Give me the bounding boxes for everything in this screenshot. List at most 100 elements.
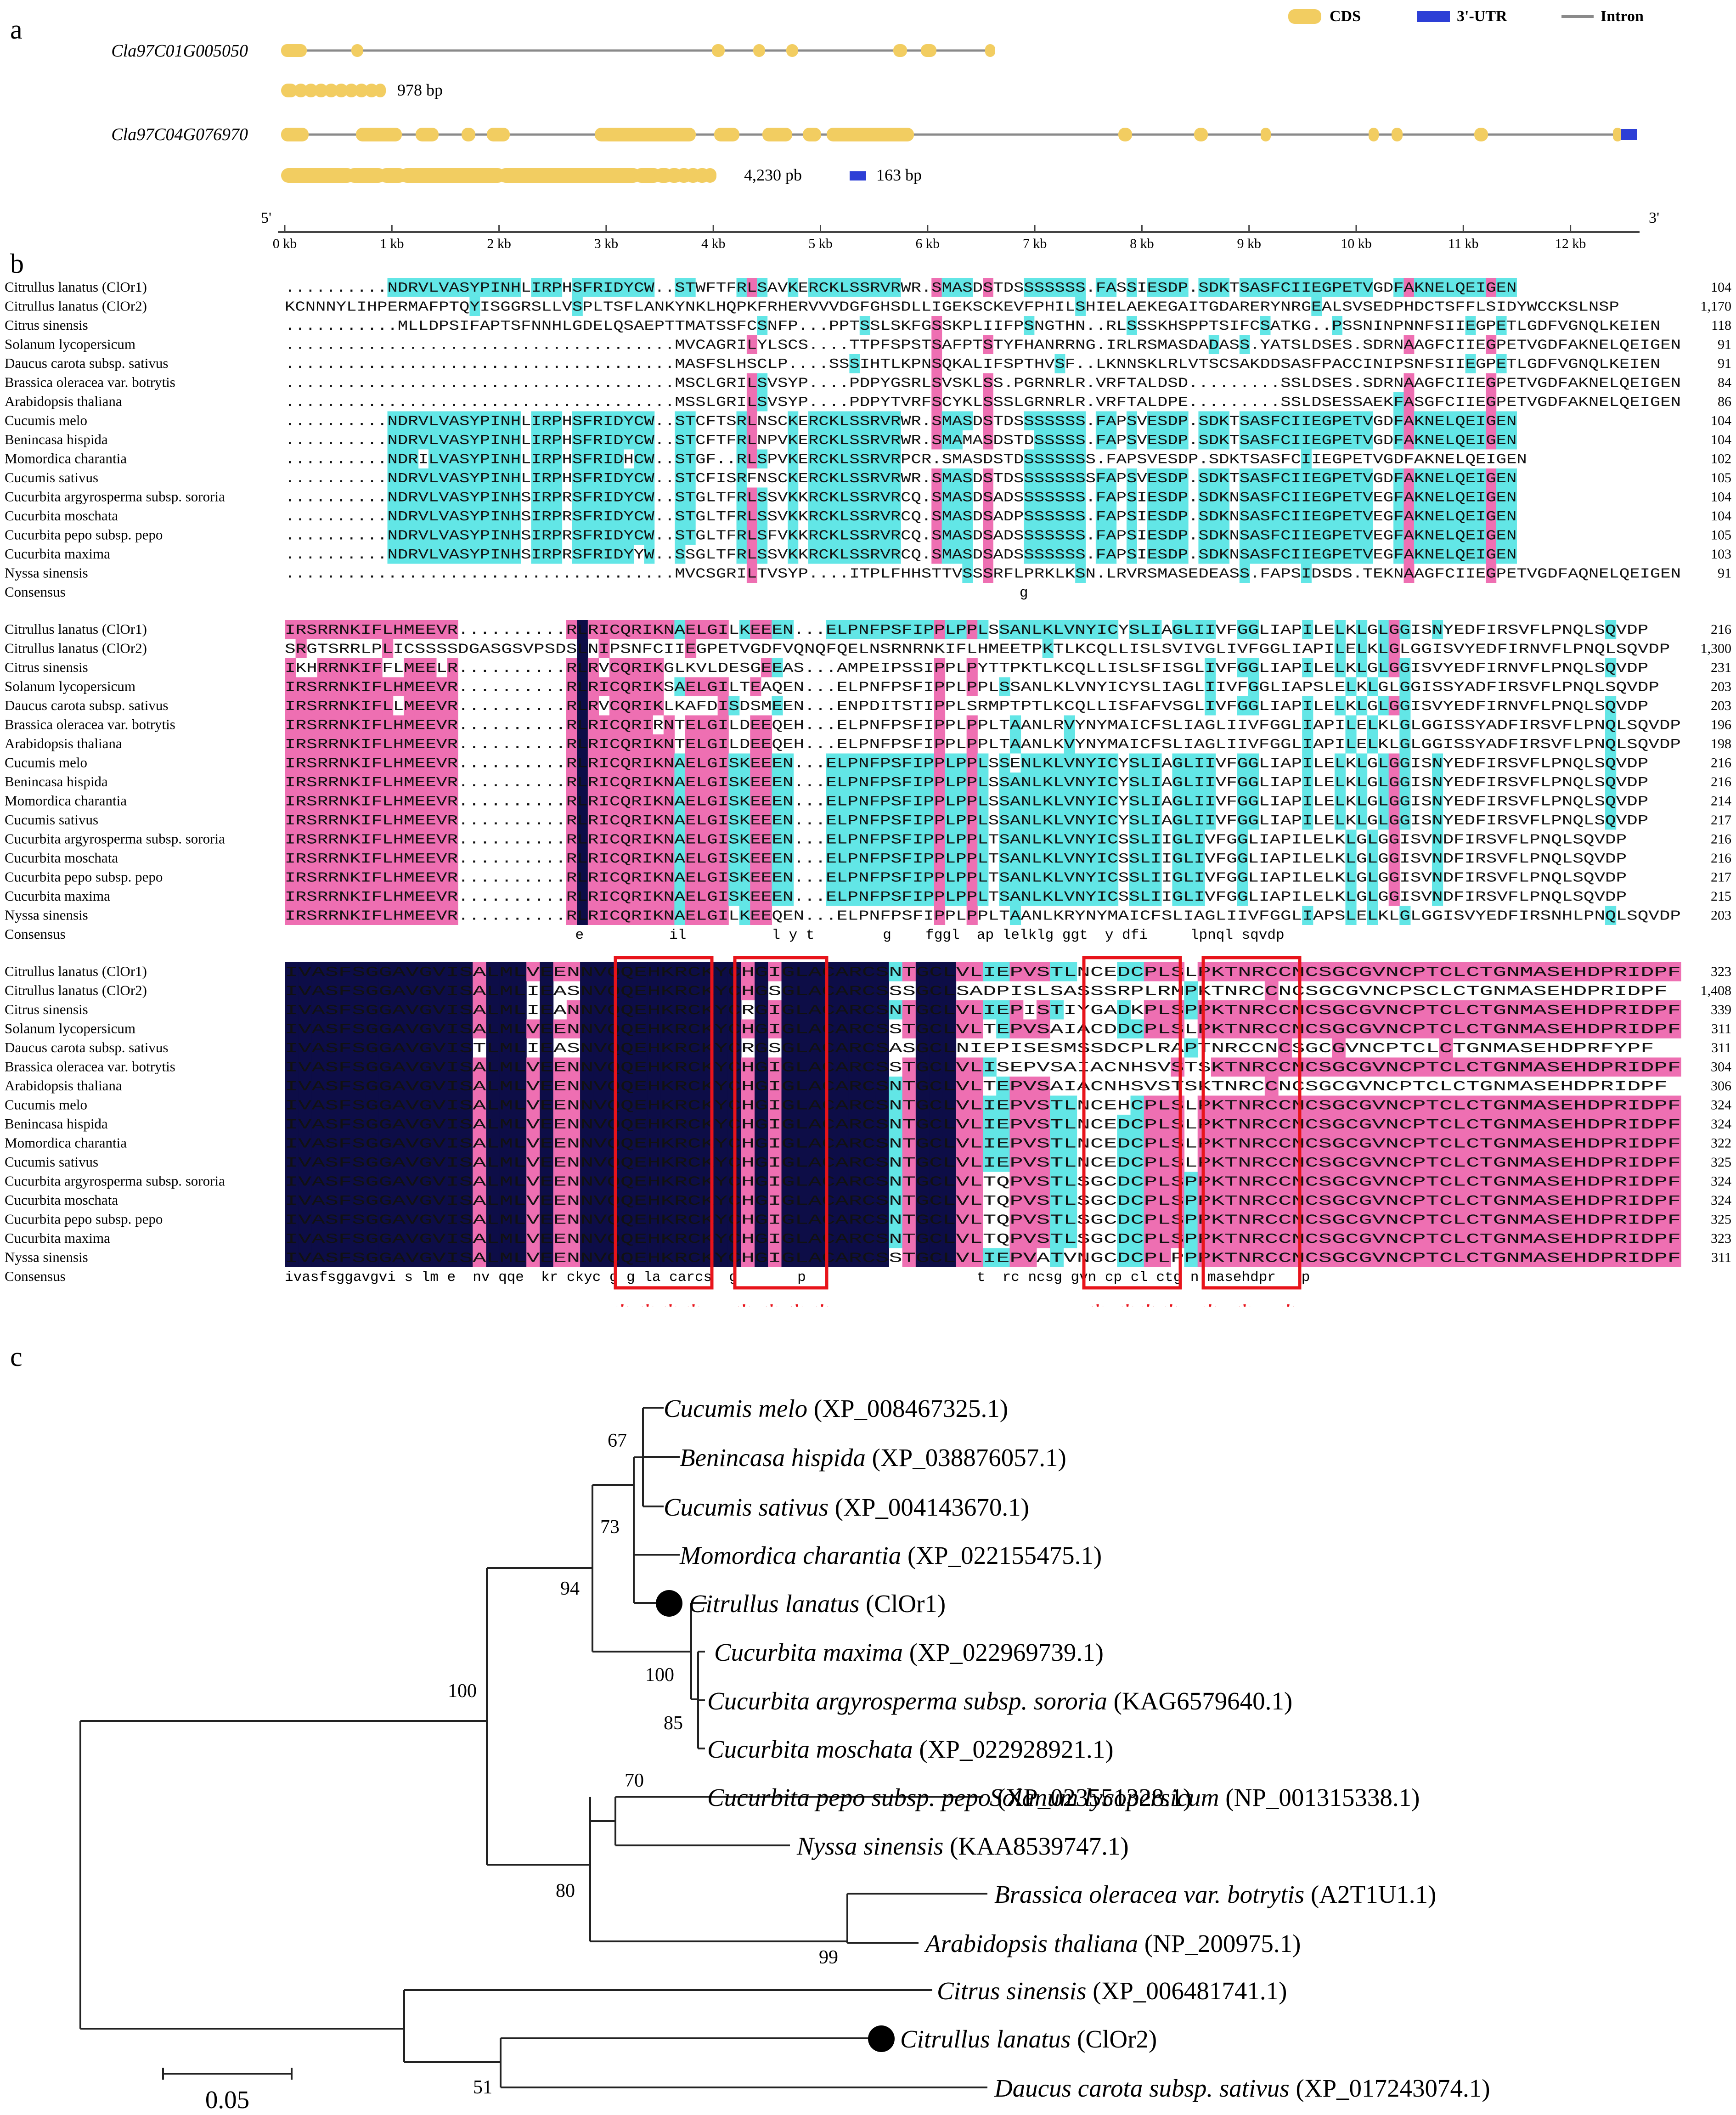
residue-shade — [531, 449, 542, 468]
residue-shade — [931, 468, 942, 488]
residue-shade — [634, 487, 644, 507]
residue-shade — [1239, 507, 1250, 526]
residue-shade — [408, 487, 419, 507]
sequence-row: ......................................MV… — [285, 338, 1681, 354]
residue-shade — [1414, 411, 1425, 430]
species-name: Citrullus lanatus (ClOr1) — [5, 621, 147, 637]
residue-shade — [1106, 430, 1117, 450]
residue-shade — [1034, 525, 1045, 545]
exon — [786, 44, 798, 57]
tree-branches — [79, 1407, 707, 2030]
residue-shade — [1260, 487, 1271, 507]
residue-shade — [449, 507, 460, 526]
residue-shade — [818, 449, 829, 468]
residue-shade — [572, 297, 583, 316]
residue-shade — [880, 449, 891, 468]
residue-shade — [839, 525, 850, 545]
sequence-row: IRSRRNKIFLHMEEVR..........RLRICQRIKNAELG… — [285, 908, 1681, 925]
residue-shade — [675, 449, 686, 468]
residue-shade — [1198, 430, 1209, 450]
residue-shade — [962, 525, 973, 545]
cds-segment — [704, 168, 716, 183]
residue-shade — [1024, 449, 1035, 468]
residue-shade — [1352, 430, 1363, 450]
residue-shade — [757, 392, 768, 412]
residue-shade — [428, 278, 439, 297]
residue-shade — [428, 525, 439, 545]
residue-shade — [490, 525, 501, 545]
panel-label-c: c — [10, 1342, 23, 1372]
legend-utr-swatch — [1417, 11, 1450, 22]
residue-shade — [531, 545, 542, 564]
species-name: Cucumis sativus — [5, 1154, 98, 1170]
residue-count: 1,300 — [1701, 641, 1732, 656]
residue-shade — [1044, 411, 1055, 430]
residue-shade — [746, 449, 757, 468]
sequence-row: ......................................MA… — [285, 356, 1660, 372]
residue-shade — [1444, 507, 1455, 526]
species-name: Citrus sinensis — [5, 317, 88, 333]
residue-shade — [428, 545, 439, 564]
residue-shade — [1414, 507, 1425, 526]
residue-shade — [531, 468, 542, 488]
sequence-row: ..........NDRVLVASYPINHLIRPHSFRIDYCW..ST… — [285, 280, 1516, 296]
residue-shade — [1024, 411, 1035, 430]
residue-shade — [418, 507, 429, 526]
residue-shade — [788, 507, 799, 526]
residue-shade — [592, 468, 603, 488]
sequence-row: IVASFSGGAVGVISALMLVEENNVQQEHKRCKYCHGIGLA… — [285, 1251, 1681, 1267]
residue-shade — [1301, 487, 1312, 507]
residue-shade — [500, 411, 511, 430]
residue-count: 311 — [1711, 1250, 1731, 1265]
residue-shade — [439, 411, 450, 430]
residue-shade — [1095, 545, 1106, 564]
residue-shade — [634, 430, 644, 450]
residue-shade — [1301, 411, 1312, 430]
residue-shade — [1260, 507, 1271, 526]
residue-shade — [1403, 525, 1415, 545]
residue-shade — [1198, 545, 1209, 564]
residue-shade — [1332, 487, 1342, 507]
residue-shade — [1414, 278, 1425, 297]
cds-segment — [304, 84, 318, 97]
residue-shade — [1198, 468, 1209, 488]
residue-shade — [459, 411, 470, 430]
residue-shade — [510, 468, 521, 488]
residue-shade — [808, 468, 819, 488]
residue-shade — [439, 468, 450, 488]
exon — [1392, 128, 1403, 141]
species-name: Nyssa sinensis — [5, 907, 88, 923]
residue-shade — [469, 297, 480, 316]
residue-shade — [808, 430, 819, 450]
residue-shade — [1455, 430, 1466, 450]
legend-utr-label: 3'-UTR — [1457, 8, 1507, 25]
residue-shade — [397, 507, 408, 526]
residue-shade — [1260, 411, 1271, 430]
residue-shade — [582, 507, 593, 526]
residue-shade — [1403, 411, 1415, 430]
residue-shade — [1034, 507, 1045, 526]
residue-shade — [479, 411, 490, 430]
species-name: Daucus carota subsp. sativus — [5, 697, 168, 713]
conserved-residue-star: * — [1090, 1297, 1106, 1307]
residue-shade — [1280, 411, 1291, 430]
residue-shade — [1147, 411, 1158, 430]
cds-segment — [379, 168, 406, 183]
residue-shade — [1260, 316, 1271, 335]
residue-shade — [510, 430, 521, 450]
residue-shade — [572, 468, 583, 488]
bootstrap-value: 51 — [473, 2077, 492, 2098]
ruler-tick-label: 5 kb — [808, 236, 833, 248]
residue-shade — [757, 525, 768, 545]
residue-shade — [1054, 507, 1065, 526]
residue-shade — [1352, 411, 1363, 430]
residue-shade — [685, 430, 696, 450]
residue-shade — [1260, 278, 1271, 297]
residue-shade — [962, 468, 973, 488]
residue-shade — [397, 487, 408, 507]
residue-shade — [1301, 449, 1312, 468]
residue-shade — [746, 430, 757, 450]
residue-shade — [839, 278, 850, 297]
residue-shade — [623, 430, 634, 450]
residue-shade — [1147, 430, 1158, 450]
